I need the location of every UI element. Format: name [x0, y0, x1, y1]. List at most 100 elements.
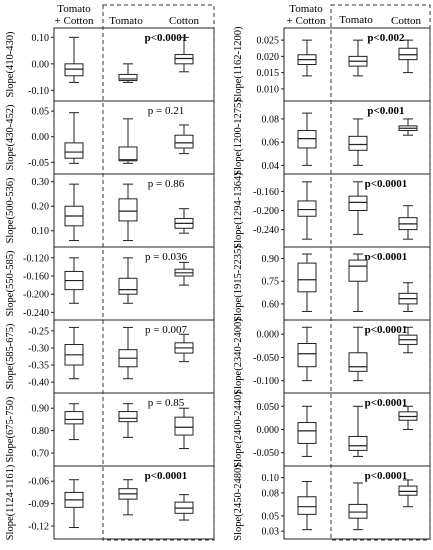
y-tick-label: 0.10 [262, 473, 280, 484]
comparison-frame-left [102, 4, 215, 541]
header-cotton: Cotton [169, 15, 199, 27]
box [64, 326, 84, 380]
box [174, 407, 194, 450]
plot-area: Slope(410-430)0.100.00-0.10p<0.0001Slope… [5, 26, 431, 541]
p-value-label: p = 0.21 [148, 105, 184, 117]
box [64, 479, 84, 529]
box [118, 326, 138, 380]
panel: Slope(1294-1364)-0.160-0.200-0.240p<0.00… [233, 172, 431, 249]
y-tick-label: -0.120 [23, 253, 49, 264]
y-tick-label: 0.06 [262, 138, 280, 149]
y-tick-label: -0.240 [23, 308, 49, 319]
box [398, 118, 418, 136]
p-value-label: p<0.0001 [365, 178, 408, 190]
y-tick-label: 0.00 [32, 59, 50, 70]
y-tick-label: 0.20 [32, 202, 50, 213]
box [174, 261, 194, 286]
y-tick-label: 0.025 [257, 36, 280, 47]
iqr-box [348, 195, 368, 211]
box [64, 257, 84, 304]
box [297, 112, 317, 166]
iqr-box [174, 416, 194, 436]
box [398, 326, 418, 354]
y-tick-label: 0.70 [32, 449, 50, 460]
iqr-box [348, 135, 368, 151]
header-combined-line1-right: Tomato [289, 3, 323, 15]
y-tick-label: -0.160 [23, 272, 49, 283]
panel: Slope(1200-1275) 0.08 0.06 0.04 p<0.001 [233, 99, 431, 176]
y-tick-label: 0.10 [32, 226, 50, 237]
y-tick-label: 0.75 [262, 277, 280, 288]
y-tick-label: -0.050 [253, 353, 279, 364]
iqr-box [118, 73, 138, 82]
y-tick-label: 0.08 [262, 114, 280, 125]
y-axis-label: Slope(675-750) [5, 396, 16, 462]
box [118, 118, 138, 164]
iqr-box [297, 262, 317, 293]
iqr-box [398, 485, 418, 496]
box [348, 118, 368, 166]
y-tick-label: 0.90 [32, 404, 50, 415]
iqr-box [348, 259, 368, 282]
y-tick-label: 0.015 [257, 68, 280, 79]
y-tick-label: 0.050 [257, 402, 280, 413]
p-value-label: p<0.0001 [365, 324, 408, 336]
box [174, 124, 194, 155]
box [118, 479, 138, 516]
panel: Slope(410-430)0.100.00-0.10p<0.0001 [5, 27, 215, 102]
box [118, 257, 138, 304]
y-tick-label: 0.05 [32, 107, 50, 118]
header-combined-line1: Tomato [57, 3, 91, 15]
y-axis-label: Slope(1124-1161) [5, 464, 16, 540]
y-tick-label: 0.020 [257, 52, 280, 63]
box [398, 205, 418, 240]
y-tick-label: 0.03 [262, 527, 280, 538]
panel: Slope(550-585)-0.120-0.160-0.200-0.240p … [5, 246, 215, 321]
box [398, 39, 418, 74]
box [398, 479, 418, 508]
box [297, 181, 317, 240]
y-tick-label: 0.80 [32, 426, 50, 437]
iqr-box [174, 134, 194, 149]
iqr-box [118, 277, 138, 295]
y-tick-label: -0.100 [253, 376, 279, 387]
p-value-label: p = 0.007 [145, 324, 187, 336]
p-value-label: p<0.001 [367, 105, 404, 117]
y-axis-label: Slope(585-675) [5, 323, 16, 389]
y-tick-label: 0.60 [262, 299, 280, 310]
box [398, 282, 418, 312]
p-value-label: p = 0.036 [145, 251, 187, 263]
box [64, 112, 84, 164]
iqr-box [64, 411, 84, 425]
box [348, 405, 368, 457]
panel: Slope(430-452)0.050.00-0.05p = 0.21 [5, 100, 215, 175]
box [174, 208, 194, 234]
y-axis-label: Slope(430-452) [5, 104, 16, 170]
iqr-box [297, 496, 317, 515]
p-value-label: p<0.0001 [145, 32, 188, 44]
box [118, 183, 138, 242]
box [174, 333, 194, 363]
y-axis-label: Slope(1162-1200) [233, 26, 244, 103]
iqr-box [174, 54, 194, 65]
y-axis-label: Slope(550-585) [5, 250, 16, 316]
header-combined-line2-right: + Cotton [287, 15, 326, 27]
header-tomato: Tomato [109, 15, 143, 27]
box [64, 403, 84, 441]
iqr-box [64, 142, 84, 159]
y-tick-label: 0.00 [32, 132, 50, 143]
p-value-label: p<0.002 [367, 32, 405, 44]
y-axis-label: Slope(1200-1275) [233, 99, 244, 176]
box [118, 63, 138, 83]
box [64, 36, 84, 83]
y-tick-label: 0.000 [257, 425, 280, 436]
y-tick-label: 0.04 [262, 161, 280, 172]
y-axis-label: Slope(1915-2235) [233, 245, 244, 322]
p-value-label: p<0.0001 [145, 470, 188, 482]
box [348, 39, 368, 77]
y-tick-label: 0.10 [32, 33, 50, 44]
y-axis-label: Slope(500-536) [5, 177, 16, 243]
y-tick-label: -0.06 [28, 477, 49, 488]
panel: Slope(1124-1161)-0.06-0.09-0.12p<0.0001 [5, 464, 215, 540]
